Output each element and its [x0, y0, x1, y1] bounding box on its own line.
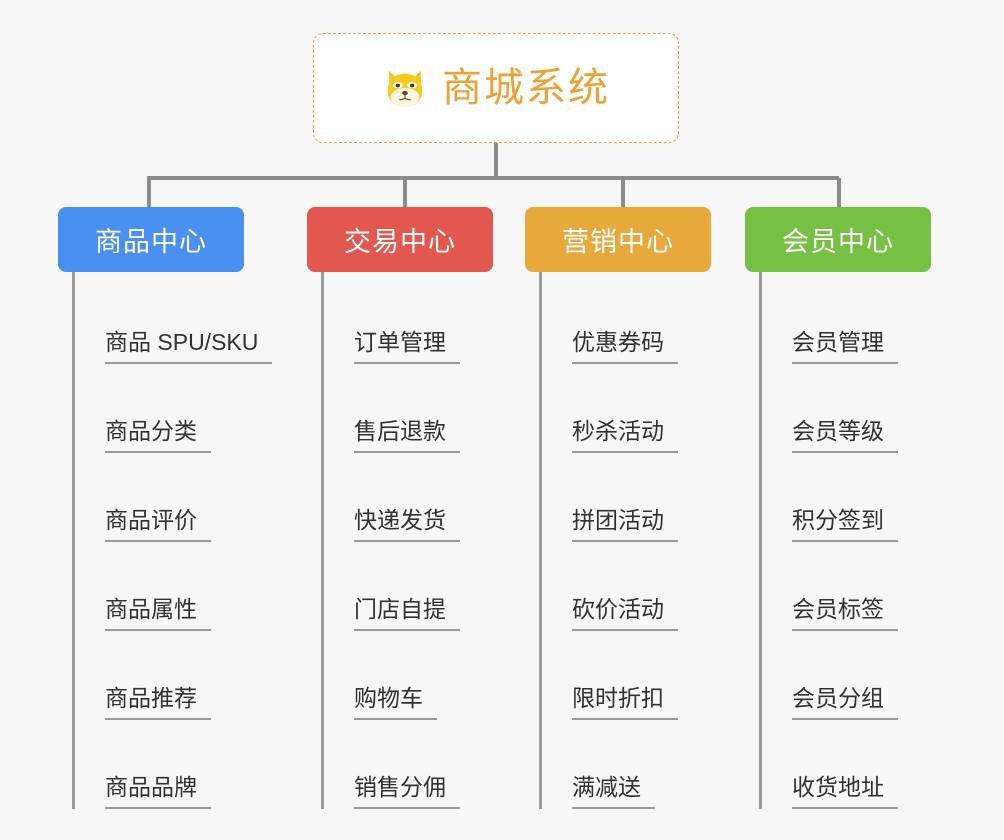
- sub-item-label: 商品 SPU/SKU: [105, 328, 273, 364]
- sub-item[interactable]: 会员管理: [762, 275, 931, 364]
- sub-item-list: 订单管理售后退款快递发货门店自提购物车销售分佣: [321, 272, 493, 809]
- sub-item[interactable]: 会员等级: [762, 364, 931, 453]
- sub-item-label: 订单管理: [354, 328, 460, 364]
- sub-item-label: 积分签到: [792, 506, 898, 542]
- sub-item-list: 优惠券码秒杀活动拼团活动砍价活动限时折扣满减送: [539, 272, 711, 809]
- sub-item-label: 限时折扣: [572, 684, 678, 720]
- sub-item-label: 会员等级: [792, 417, 898, 453]
- category-box-marketing-center[interactable]: 营销中心: [525, 207, 711, 272]
- sub-item[interactable]: 砍价活动: [542, 542, 711, 631]
- sub-item[interactable]: 商品属性: [75, 542, 244, 631]
- sub-item-label: 销售分佣: [354, 773, 460, 809]
- sub-item-label: 拼团活动: [572, 506, 678, 542]
- connector-drop-marketing-center: [621, 178, 625, 208]
- column-member-center: 会员中心会员管理会员等级积分签到会员标签会员分组收货地址: [745, 207, 931, 809]
- sub-item[interactable]: 商品品牌: [75, 720, 244, 809]
- category-box-product-center[interactable]: 商品中心: [58, 207, 244, 272]
- sub-item[interactable]: 限时折扣: [542, 631, 711, 720]
- sub-item[interactable]: 快递发货: [324, 453, 493, 542]
- sub-item[interactable]: 商品推荐: [75, 631, 244, 720]
- connector-bar: [147, 176, 839, 180]
- sub-item[interactable]: 秒杀活动: [542, 364, 711, 453]
- sub-item-label: 商品分类: [105, 417, 211, 453]
- connector-stub: [494, 143, 498, 178]
- category-label: 商品中心: [95, 227, 207, 257]
- category-label: 营销中心: [562, 227, 674, 257]
- sub-item-label: 会员标签: [792, 595, 898, 631]
- sub-item-list: 商品 SPU/SKU 商品分类商品评价商品属性商品推荐商品品牌: [72, 272, 273, 809]
- sub-item[interactable]: 售后退款: [324, 364, 493, 453]
- sub-item[interactable]: 商品分类: [75, 364, 244, 453]
- root-title: 商城系统: [442, 66, 610, 110]
- sub-item-label: 购物车: [354, 684, 437, 720]
- column-marketing-center: 营销中心优惠券码秒杀活动拼团活动砍价活动限时折扣满减送: [525, 207, 711, 809]
- sub-item-label: 商品属性: [105, 595, 211, 631]
- sub-item[interactable]: 订单管理: [324, 275, 493, 364]
- column-product-center: 商品中心商品 SPU/SKU 商品分类商品评价商品属性商品推荐商品品牌: [58, 207, 273, 809]
- sub-item-label: 门店自提: [354, 595, 460, 631]
- sub-item[interactable]: 优惠券码: [542, 275, 711, 364]
- connector-drop-trade-center: [403, 178, 407, 208]
- sub-item[interactable]: 商品评价: [75, 453, 244, 542]
- sub-item[interactable]: 拼团活动: [542, 453, 711, 542]
- sub-item-label: 商品品牌: [105, 773, 211, 809]
- category-box-member-center[interactable]: 会员中心: [745, 207, 931, 272]
- sub-item-label: 商品推荐: [105, 684, 211, 720]
- sub-item-label: 满减送: [572, 773, 655, 809]
- sub-item-label: 秒杀活动: [572, 417, 678, 453]
- sub-item[interactable]: 门店自提: [324, 542, 493, 631]
- column-trade-center: 交易中心订单管理售后退款快递发货门店自提购物车销售分佣: [307, 207, 493, 809]
- sub-item[interactable]: 积分签到: [762, 453, 931, 542]
- connector-drop-member-center: [837, 178, 841, 208]
- sub-item-label: 收货地址: [792, 773, 898, 809]
- category-label: 会员中心: [782, 227, 894, 257]
- sub-item[interactable]: 收货地址: [762, 720, 931, 809]
- shiba-dog-icon: [387, 70, 423, 107]
- category-label: 交易中心: [344, 227, 456, 257]
- connector-drop-product-center: [147, 178, 151, 208]
- sub-item-label: 优惠券码: [572, 328, 678, 364]
- sub-item[interactable]: 商品 SPU/SKU: [75, 275, 273, 364]
- category-box-trade-center[interactable]: 交易中心: [307, 207, 493, 272]
- sub-item-label: 售后退款: [354, 417, 460, 453]
- sub-item-label: 会员管理: [792, 328, 898, 364]
- sub-item[interactable]: 会员标签: [762, 542, 931, 631]
- sub-item-label: 砍价活动: [572, 595, 678, 631]
- sub-item-label: 快递发货: [354, 506, 460, 542]
- root-node[interactable]: 商城系统: [313, 33, 679, 143]
- sub-item[interactable]: 购物车: [324, 631, 493, 720]
- sub-item[interactable]: 销售分佣: [324, 720, 493, 809]
- sub-item-list: 会员管理会员等级积分签到会员标签会员分组收货地址: [759, 272, 931, 809]
- sub-item[interactable]: 满减送: [542, 720, 711, 809]
- sub-item-label: 会员分组: [792, 684, 898, 720]
- sub-item[interactable]: 会员分组: [762, 631, 931, 720]
- sub-item-label: 商品评价: [105, 506, 211, 542]
